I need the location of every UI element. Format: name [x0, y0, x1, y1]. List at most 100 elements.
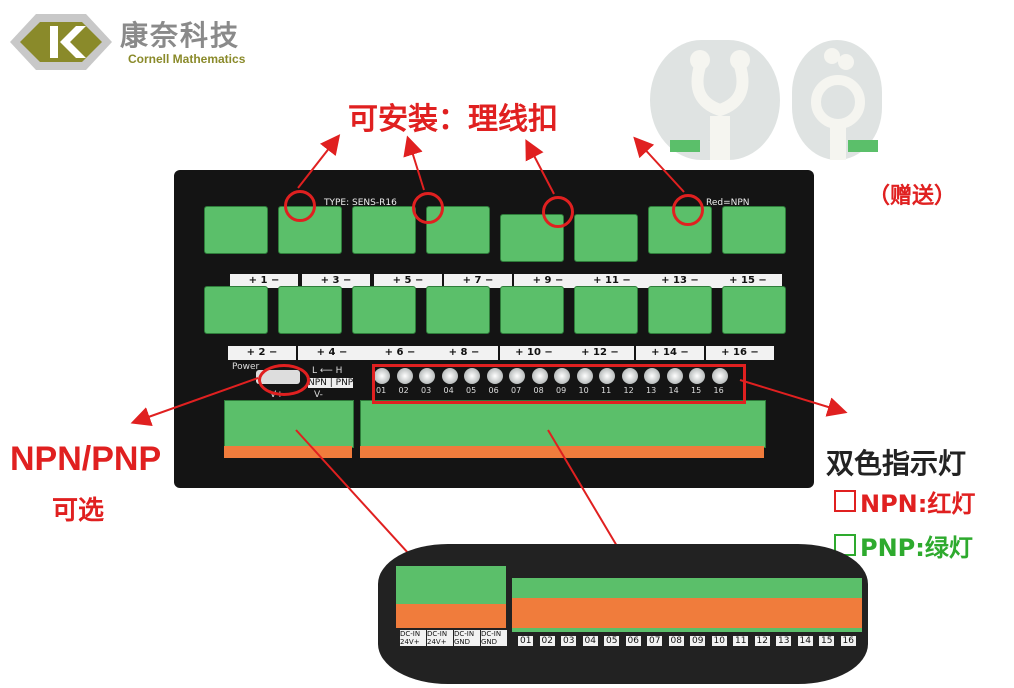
terminal-board: TYPE: SENS-R16 Red=NPN + 1 − + 3 − + 5 −… [174, 170, 814, 488]
led-number: 14 [668, 386, 679, 395]
terminal-label: + 16 − [706, 346, 774, 360]
indicator-led [621, 368, 638, 384]
terminal-block [204, 286, 268, 334]
clip-mount-highlight [672, 194, 704, 226]
vminus-label: V- [314, 390, 323, 400]
terminal-block [500, 286, 564, 334]
terminal-label: + 11 − [578, 274, 646, 288]
led-number: 04 [443, 386, 454, 395]
led-number: 16 [713, 386, 724, 395]
terminal-block [352, 206, 416, 254]
led-number: 13 [646, 386, 657, 395]
indicator-led [374, 368, 390, 384]
closeup-number: 11 [733, 636, 749, 646]
closeup-number: 05 [604, 636, 620, 646]
clip-mount-highlight [412, 192, 444, 224]
indicator-led [464, 368, 480, 384]
power-label: Power [232, 362, 260, 372]
indicator-led [644, 368, 660, 384]
led-highlight [372, 364, 746, 404]
closeup-number: 08 [668, 636, 684, 646]
npn-pnp-callout: NPN/PNP [10, 440, 162, 478]
closeup-number: 04 [582, 636, 598, 646]
led-number: 02 [398, 386, 409, 395]
led-number: 11 [601, 386, 612, 395]
red-square-icon [834, 490, 856, 512]
led-number: 12 [623, 386, 634, 395]
terminal-block [722, 286, 786, 334]
power-terminal-tabs [224, 446, 352, 458]
indicator-led [531, 368, 548, 384]
terminal-label: + 7 − [444, 274, 512, 288]
gift-label: （赠送） [868, 184, 957, 209]
closeup-number: 07 [647, 636, 663, 646]
closeup-dc-label: DC-IN GND [454, 630, 480, 646]
closeup-number: 15 [819, 636, 835, 646]
indicator-led [554, 368, 570, 384]
io-terminal-strip [360, 400, 766, 448]
pnp-green-label: PNP:绿灯 [860, 534, 973, 562]
brand-logo [10, 14, 112, 70]
switch-direction: L ⟵ H [312, 366, 343, 376]
terminal-label: + 10 − [500, 346, 568, 360]
led-number: 06 [488, 386, 499, 395]
terminal-label: + 4 − [298, 346, 366, 360]
terminal-block [722, 206, 786, 254]
bicolor-led-title: 双色指示灯 [826, 447, 967, 480]
closeup-dc-label: DC-IN 24V+ [427, 630, 453, 646]
indicator-led [441, 368, 458, 384]
closeup-number: 09 [690, 636, 706, 646]
closeup-number: 01 [518, 636, 534, 646]
closeup-number: 13 [776, 636, 792, 646]
terminal-label: + 5 − [374, 274, 442, 288]
led-number: 10 [578, 386, 589, 395]
terminal-block [352, 286, 416, 334]
closeup-number: 06 [625, 636, 641, 646]
indicator-led [576, 368, 593, 384]
cable-clip-photo-1 [650, 40, 780, 160]
terminal-label: + 13 − [646, 274, 714, 288]
red-npn-label: Red=NPN [706, 198, 750, 208]
closeup-dc-label: DC-IN 24V+ [400, 630, 426, 646]
npn-red-label: NPN:红灯 [860, 490, 976, 518]
indicator-led [599, 368, 615, 384]
closeup-power-tabs [396, 604, 506, 628]
install-callout: 可安装：理线扣 [348, 102, 558, 137]
clip-mount-highlight [542, 196, 574, 228]
indicator-led [509, 368, 525, 384]
brand-name-en: Cornell Mathematics [128, 52, 246, 66]
indicator-led [666, 368, 683, 384]
cable-clip-icon [811, 48, 878, 160]
terminal-label: + 9 − [514, 274, 582, 288]
clip-mount-highlight [284, 190, 316, 222]
led-number: 15 [691, 386, 702, 395]
power-terminal [224, 400, 354, 448]
led-number: 05 [466, 386, 477, 395]
closeup-number: 02 [539, 636, 555, 646]
switch-options: NPN | PNP [308, 378, 354, 388]
closeup-number: 12 [754, 636, 770, 646]
indicator-led [689, 368, 705, 384]
closeup-number: 10 [711, 636, 727, 646]
terminal-label: + 12 − [566, 346, 634, 360]
terminal-block [648, 286, 712, 334]
led-number: 09 [556, 386, 567, 395]
closeup-io-tabs [512, 598, 862, 628]
terminal-block [278, 286, 342, 334]
terminal-label: + 3 − [302, 274, 370, 288]
terminal-label: + 8 − [430, 346, 498, 360]
switch-highlight [258, 364, 310, 396]
closeup-number: 16 [840, 636, 856, 646]
terminal-label: + 6 − [366, 346, 434, 360]
terminal-block [426, 286, 490, 334]
indicator-led [396, 368, 413, 384]
optional-callout: 可选 [52, 496, 105, 526]
type-label: TYPE: SENS-R16 [324, 198, 397, 208]
terminal-label: + 1 − [230, 274, 298, 288]
closeup-dc-label: DC-IN GND [481, 630, 507, 646]
closeup-number: 14 [797, 636, 813, 646]
